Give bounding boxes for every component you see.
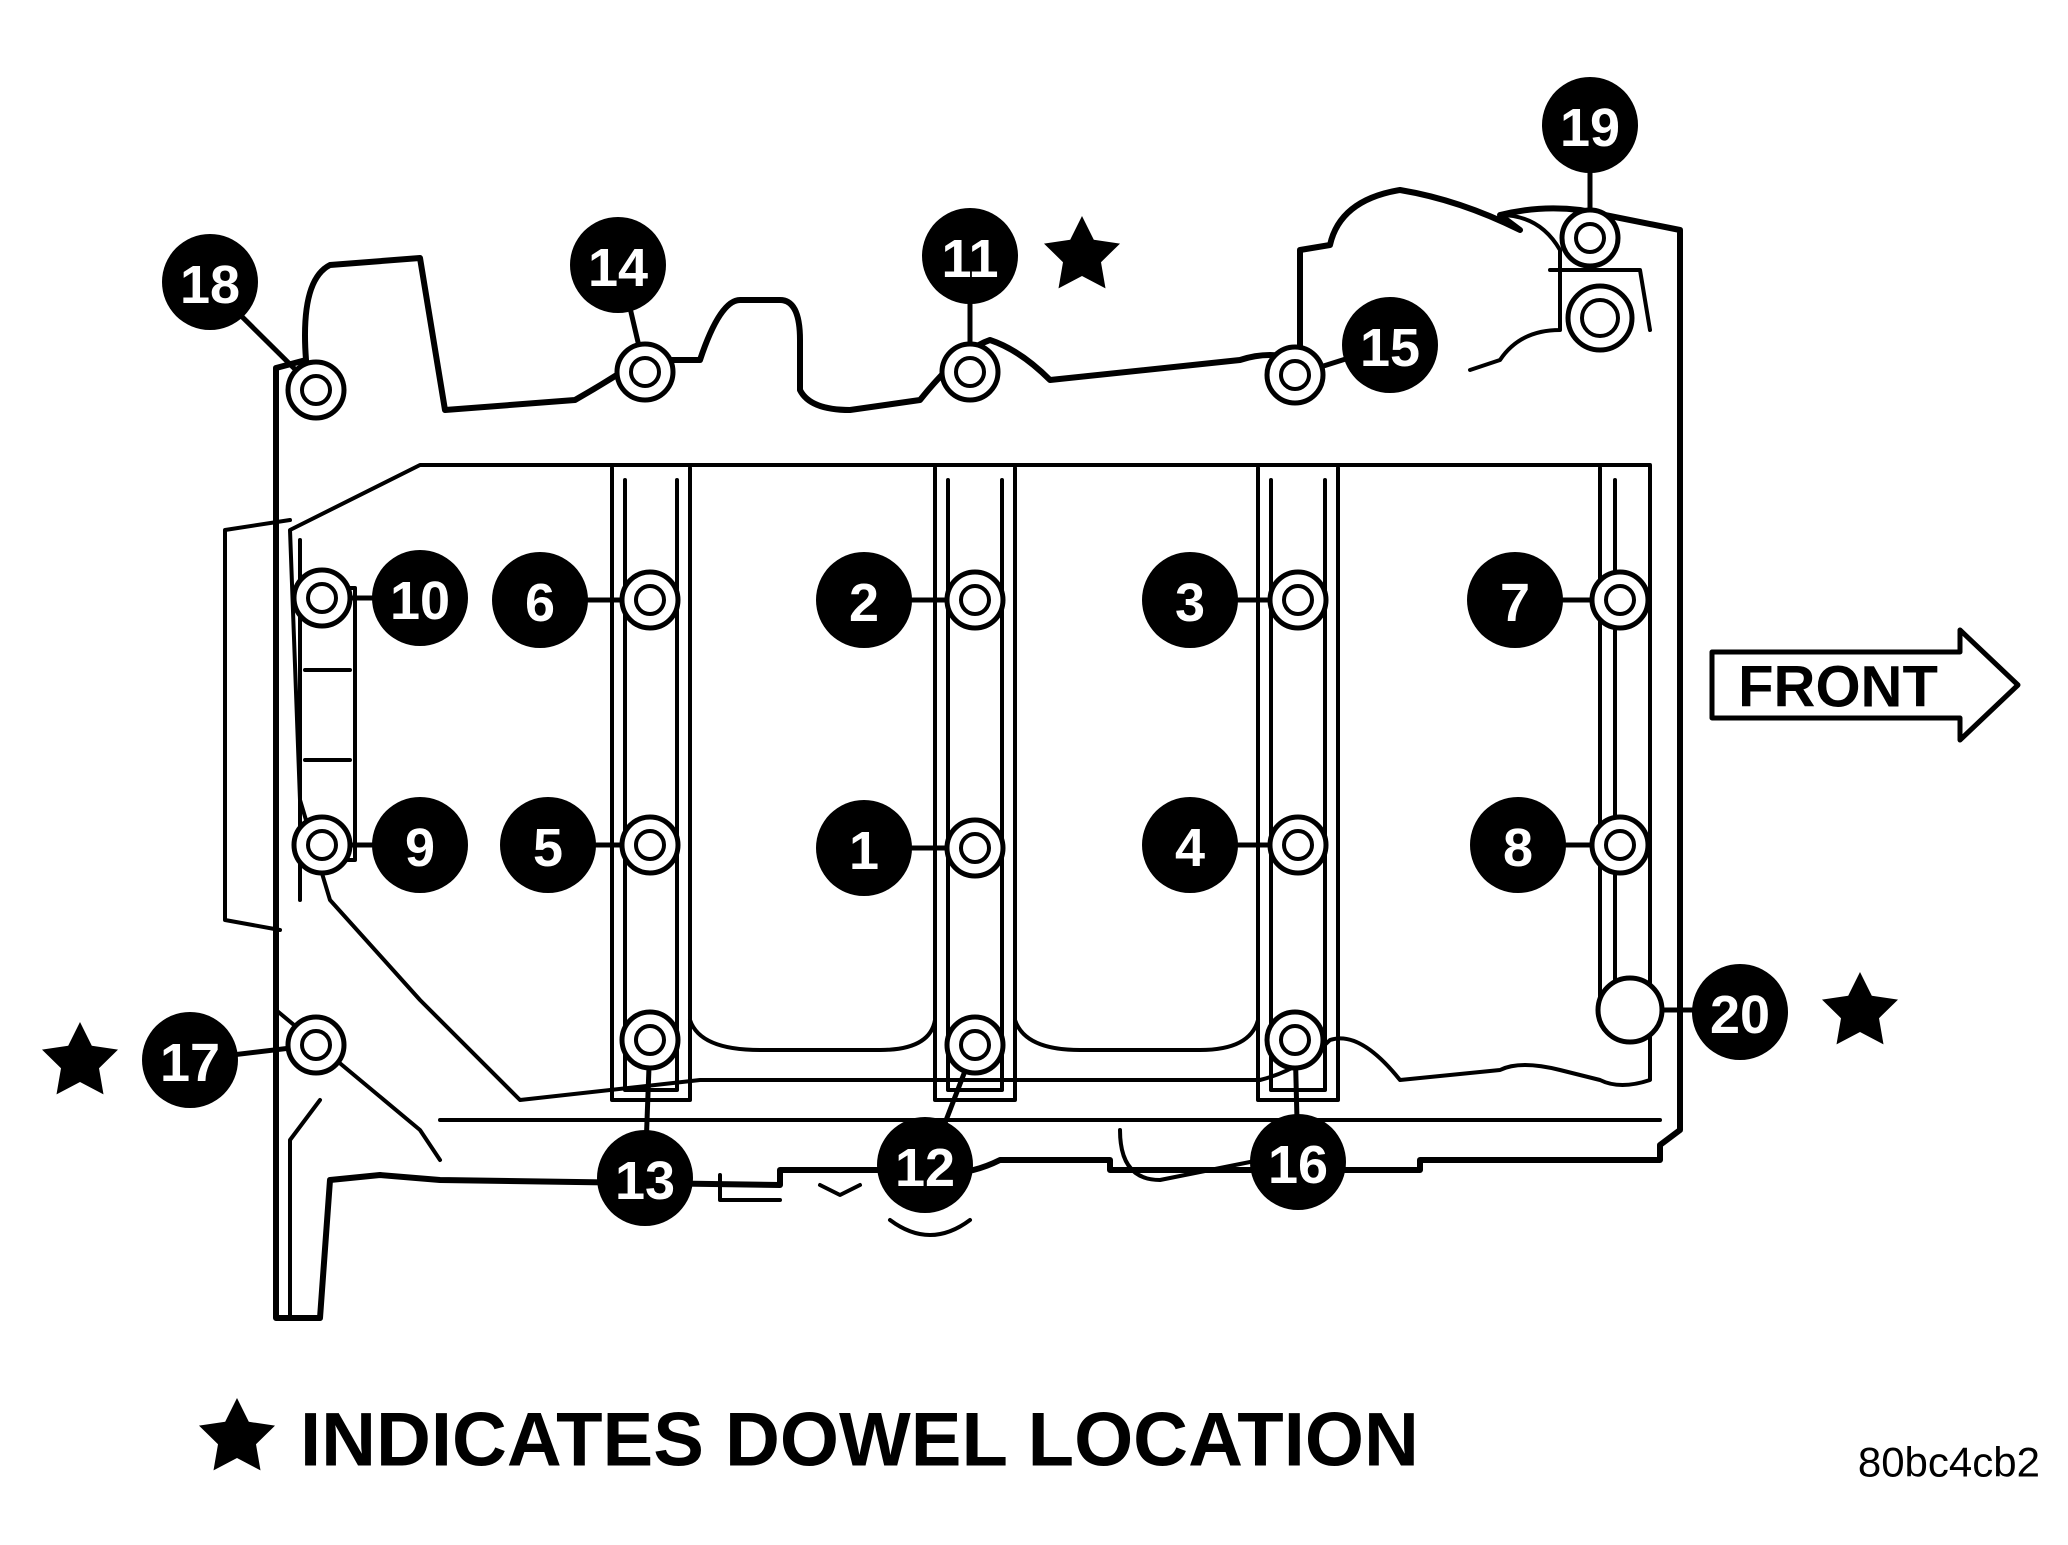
bolt-14: 14 <box>570 217 676 403</box>
front-label: FRONT <box>1738 655 1938 720</box>
bolt-label: 19 <box>1560 98 1620 158</box>
bolt-5: 5 <box>500 797 681 893</box>
bolt-label: 10 <box>390 571 450 631</box>
bolt-12: 12 <box>877 1014 1006 1213</box>
bolt-15: 15 <box>1264 297 1438 406</box>
bolt-16: 16 <box>1250 1009 1346 1210</box>
dowel-star-icon <box>1822 972 1898 1045</box>
legend-star-icon <box>199 1398 275 1471</box>
bolt-9: 9 <box>291 797 468 893</box>
bolt-label: 3 <box>1175 573 1205 633</box>
bolt-6: 6 <box>492 552 681 648</box>
legend: INDICATES DOWEL LOCATION <box>199 1398 1419 1483</box>
dowel-star-icon <box>42 1022 118 1095</box>
bolt-7: 7 <box>1467 552 1651 648</box>
bolt-label: 17 <box>160 1033 220 1093</box>
bolt-hole-icon <box>1595 975 1665 1045</box>
bolt-label: 7 <box>1500 573 1530 633</box>
dowel-star-icon <box>1044 216 1120 289</box>
bolt-11: 11 <box>922 208 1018 403</box>
bolt-label: 13 <box>615 1151 675 1211</box>
bolt-label: 11 <box>941 229 998 289</box>
bolt-label: 18 <box>180 255 240 315</box>
bolt-17: 17 <box>142 1012 347 1108</box>
bolt-8: 8 <box>1470 797 1651 893</box>
arrow-right-icon <box>1709 627 2021 743</box>
bolt-20: 20 <box>1595 964 1788 1060</box>
bolt-label: 2 <box>849 573 879 633</box>
bolt-label: 4 <box>1175 818 1205 878</box>
bolt-label: 9 <box>405 818 435 878</box>
bolt-3: 3 <box>1142 552 1329 648</box>
bedplate-outline <box>223 187 1683 1321</box>
bolt-label: 20 <box>1710 985 1770 1045</box>
bolt-label: 15 <box>1360 318 1420 378</box>
bolt-label: 1 <box>849 821 879 881</box>
bolt-label: 6 <box>525 573 555 633</box>
bolt-label: 5 <box>533 818 563 878</box>
front-direction-arrow: FRONT <box>1709 627 2021 743</box>
bolt-label: 16 <box>1268 1135 1328 1195</box>
bolt-18: 18 <box>162 234 347 421</box>
figure-code: 80bc4cb2 <box>1858 1439 2040 1486</box>
bolt-label: 14 <box>588 238 648 298</box>
bolt-2: 2 <box>816 552 1006 648</box>
bolt-label: 12 <box>895 1138 955 1198</box>
bolt-13: 13 <box>597 1009 693 1226</box>
bolt-1: 1 <box>816 800 1006 896</box>
bolt-4: 4 <box>1142 797 1329 893</box>
bolt-label: 8 <box>1503 818 1533 878</box>
legend-text: INDICATES DOWEL LOCATION <box>300 1398 1419 1483</box>
bolt-10: 10 <box>291 550 468 646</box>
bolt-19: 19 <box>1542 77 1638 353</box>
